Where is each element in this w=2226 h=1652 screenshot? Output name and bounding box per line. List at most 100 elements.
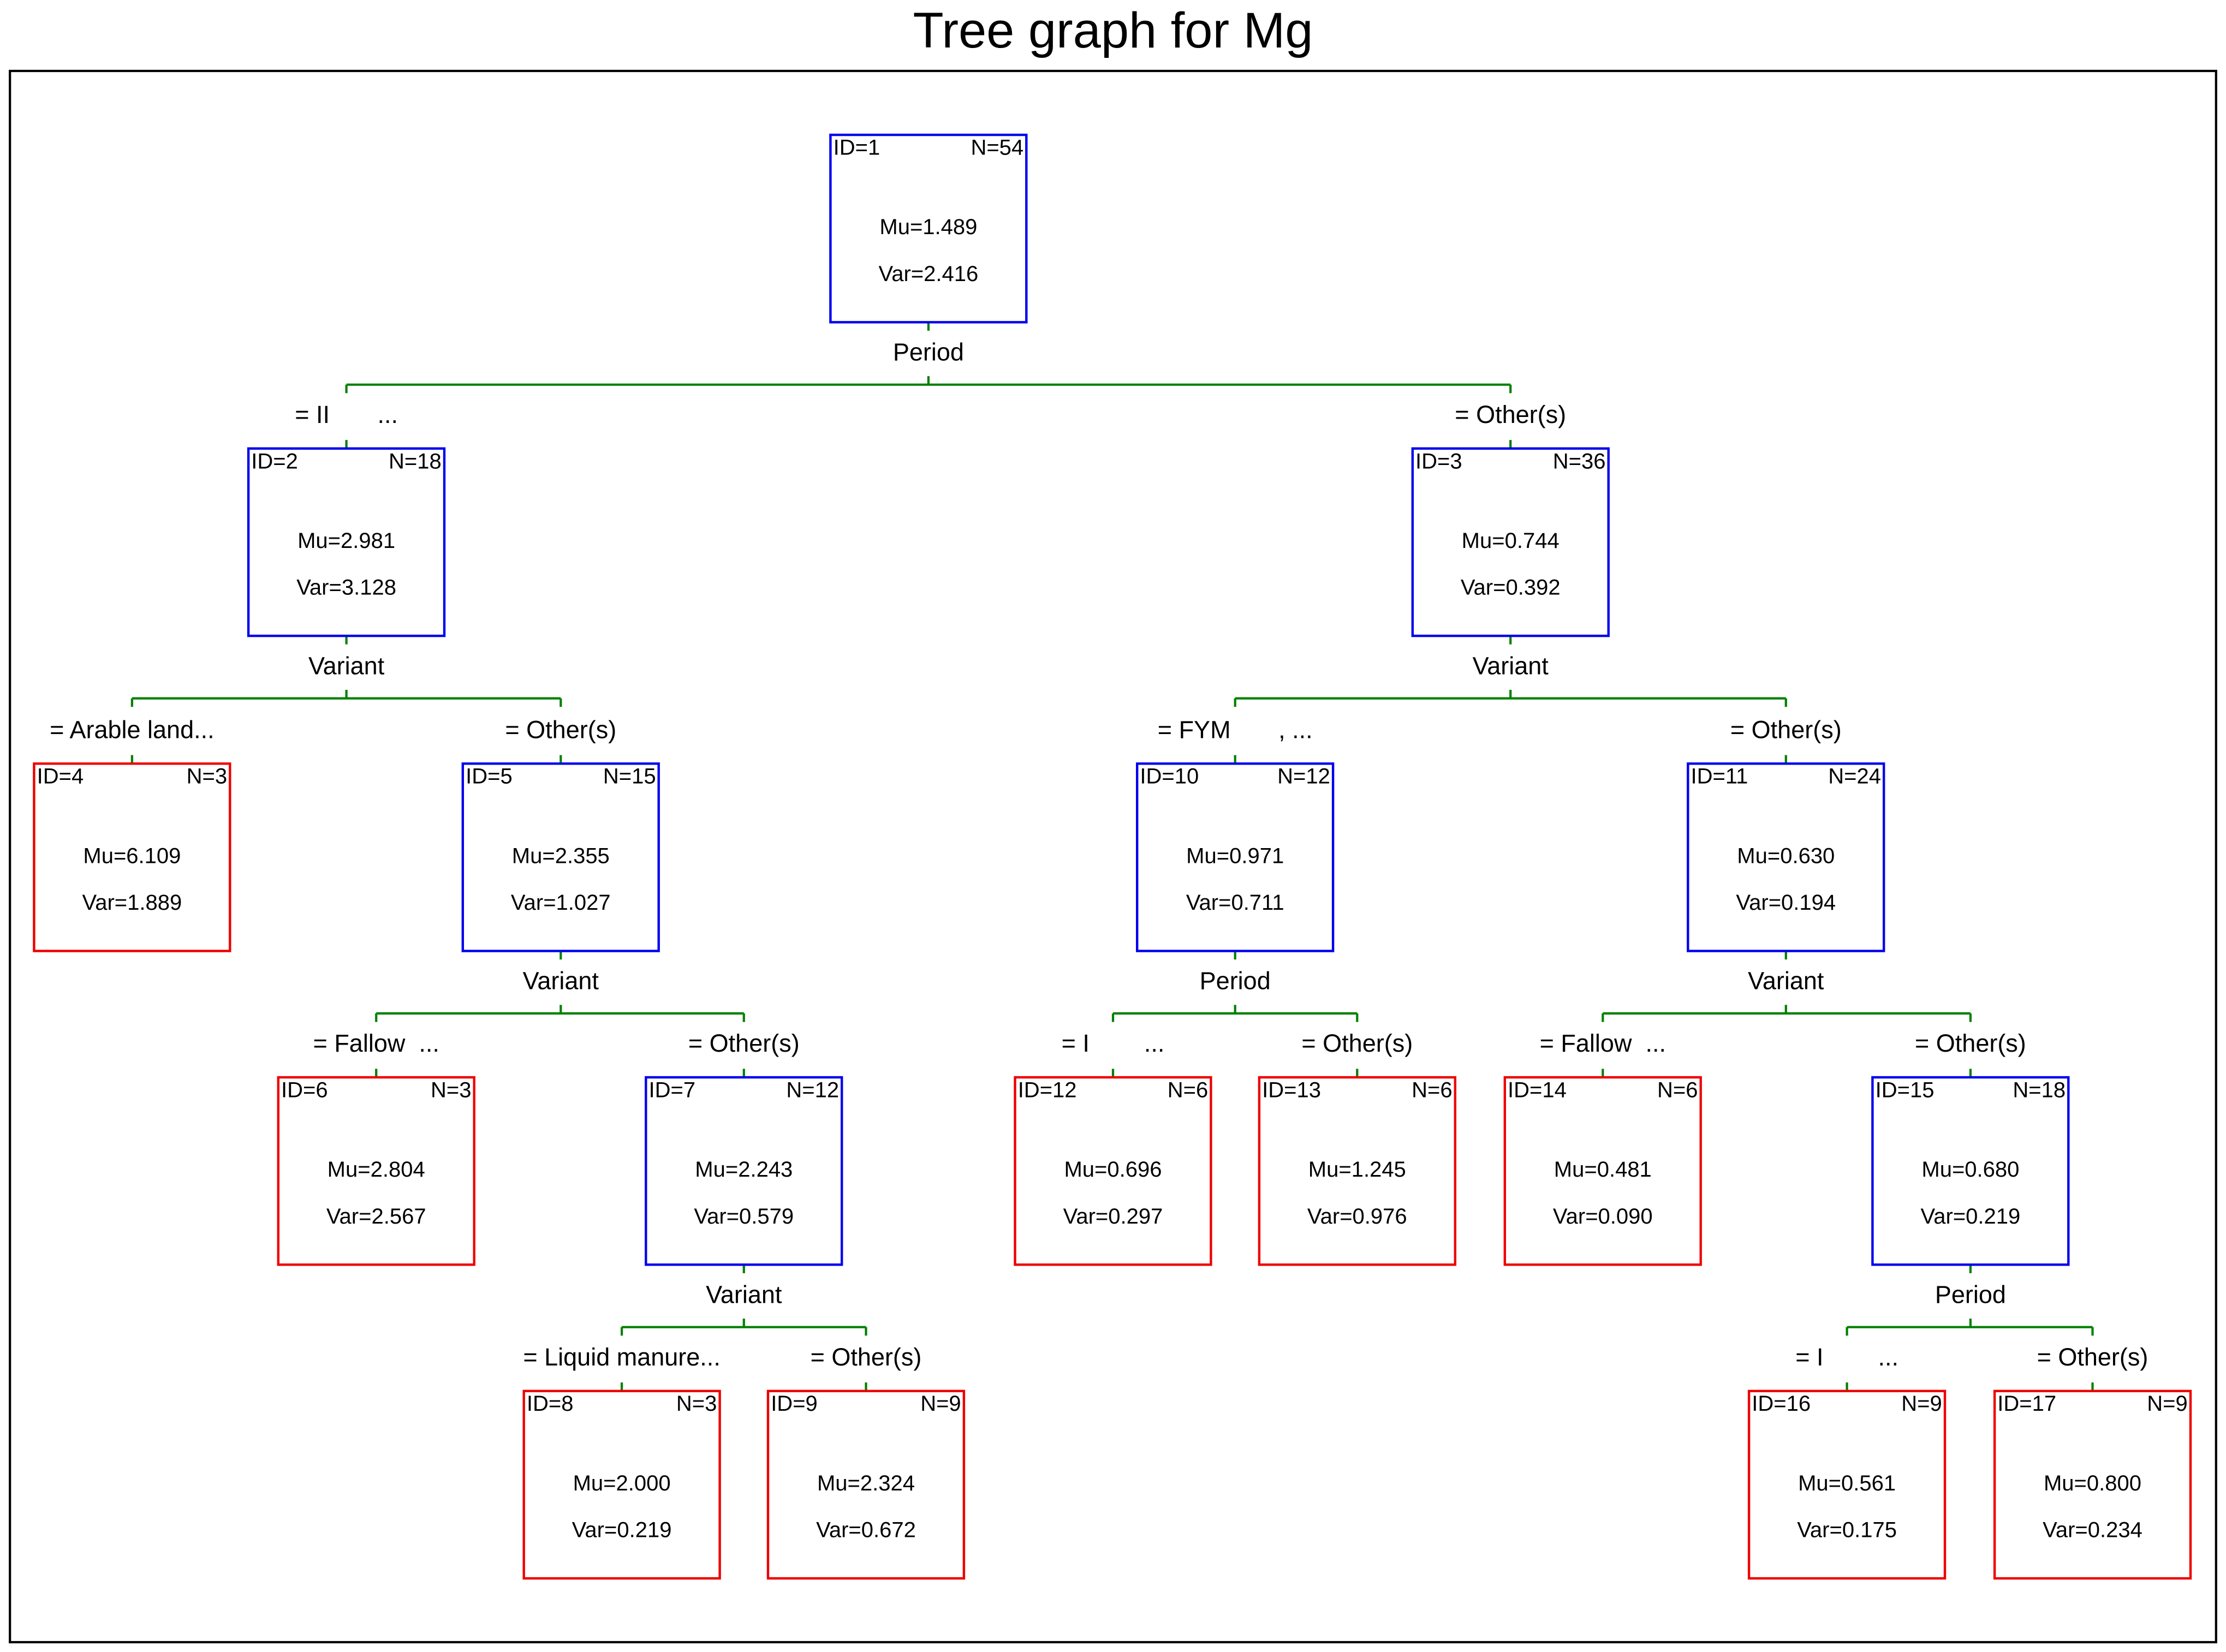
node-id-label: ID=13 [1262, 1078, 1321, 1102]
node-variance-label: Var=0.234 [2043, 1518, 2142, 1542]
node-mean-label: Mu=2.981 [297, 529, 395, 553]
split-variable-label: Variant [523, 967, 599, 995]
branch-label: = Fallow ... [313, 1029, 439, 1057]
node-id-label: ID=2 [251, 449, 298, 473]
connector-group: Period [1111, 951, 1359, 1077]
node-box [766, 1389, 966, 1580]
connector-group: Period [1846, 1265, 2094, 1391]
node-count-label: N=12 [786, 1078, 839, 1102]
split-variable-label: Period [1200, 967, 1271, 995]
node-mean-label: Mu=1.245 [1308, 1158, 1406, 1182]
node-id-label: ID=8 [527, 1392, 574, 1416]
node-variance-label: Var=0.194 [1736, 891, 1836, 915]
branch-label: = Other(s) [1301, 1029, 1413, 1057]
node-count-label: N=3 [676, 1392, 717, 1416]
branch-label: = Liquid manure... [523, 1343, 720, 1371]
node-id-label: ID=4 [37, 765, 84, 789]
branch-label: = Other(s) [2037, 1343, 2148, 1371]
node-box [1258, 1076, 1456, 1266]
node-mean-label: Mu=0.630 [1737, 844, 1835, 868]
connector-group: Variant [1602, 951, 1972, 1077]
node-variance-label: Var=2.416 [879, 262, 979, 286]
branch-label: = Other(s) [688, 1029, 800, 1057]
node-mean-label: Mu=2.355 [512, 844, 610, 868]
connector-group: Variant [1234, 636, 1787, 764]
node-id-label: ID=17 [1997, 1392, 2056, 1416]
node-box [1871, 1076, 2070, 1266]
node-count-label: N=18 [2013, 1078, 2066, 1102]
split-variable-label: Variant [1748, 967, 1824, 995]
node-mean-label: Mu=2.243 [695, 1158, 793, 1182]
node-count-label: N=3 [187, 765, 228, 789]
node-box [1993, 1389, 2192, 1580]
node-count-label: N=6 [1168, 1078, 1209, 1102]
node-mean-label: Mu=2.000 [573, 1471, 671, 1495]
node-mean-label: Mu=0.971 [1186, 844, 1284, 868]
node-mean-label: Mu=2.804 [328, 1158, 425, 1182]
branch-label: = I ... [1795, 1343, 1898, 1371]
node-variance-label: Var=3.128 [296, 576, 396, 600]
branch-label: = Other(s) [1730, 715, 1842, 743]
node-id-label: ID=14 [1508, 1078, 1567, 1102]
node-mean-label: Mu=2.324 [817, 1471, 915, 1495]
node-count-label: N=9 [2147, 1392, 2188, 1416]
node-variance-label: Var=0.175 [1797, 1518, 1897, 1542]
node-variance-label: Var=0.976 [1307, 1204, 1407, 1228]
node-count-label: N=9 [920, 1392, 961, 1416]
node-mean-label: Mu=6.109 [83, 844, 181, 868]
connector-group: Variant [620, 1265, 867, 1391]
node-id-label: ID=3 [1415, 449, 1462, 473]
branch-label: = Other(s) [1915, 1029, 2026, 1057]
node-count-label: N=15 [603, 765, 656, 789]
diagram-frame [9, 69, 2217, 1644]
branch-label: = Arable land... [50, 715, 214, 743]
node-id-label: ID=11 [1691, 765, 1748, 789]
node-variance-label: Var=0.297 [1063, 1204, 1163, 1228]
node-box [277, 1076, 475, 1266]
node-mean-label: Mu=1.489 [879, 215, 977, 239]
node-count-label: N=54 [971, 136, 1023, 160]
node-box [522, 1389, 721, 1580]
node-variance-label: Var=0.579 [694, 1204, 794, 1228]
node-count-label: N=36 [1553, 449, 1606, 473]
node-count-label: N=6 [1657, 1078, 1698, 1102]
node-mean-label: Mu=0.800 [2044, 1471, 2141, 1495]
node-box [1747, 1389, 1947, 1580]
node-count-label: N=3 [431, 1078, 472, 1102]
split-variable-label: Variant [1473, 652, 1549, 679]
node-id-label: ID=12 [1018, 1078, 1077, 1102]
node-box [1014, 1076, 1212, 1266]
node-count-label: N=18 [389, 449, 442, 473]
connector-group: Variant [130, 636, 562, 764]
node-mean-label: Mu=0.481 [1554, 1158, 1652, 1182]
node-mean-label: Mu=0.744 [1462, 529, 1560, 553]
node-variance-label: Var=0.219 [572, 1518, 672, 1542]
node-box [829, 133, 1028, 324]
branch-label: = II ... [295, 401, 398, 428]
node-count-label: N=12 [1277, 765, 1330, 789]
split-variable-label: Variant [308, 652, 385, 679]
node-box [645, 1076, 843, 1266]
node-mean-label: Mu=0.696 [1064, 1158, 1162, 1182]
node-variance-label: Var=0.219 [1921, 1204, 2021, 1228]
node-id-label: ID=9 [771, 1392, 818, 1416]
node-box [1135, 762, 1335, 952]
node-variance-label: Var=0.090 [1553, 1204, 1653, 1228]
node-id-label: ID=6 [281, 1078, 328, 1102]
diagram-title: Tree graph for Mg [913, 3, 1313, 58]
split-variable-label: Variant [706, 1281, 782, 1309]
node-variance-label: Var=1.889 [82, 891, 182, 915]
node-count-label: N=6 [1412, 1078, 1453, 1102]
